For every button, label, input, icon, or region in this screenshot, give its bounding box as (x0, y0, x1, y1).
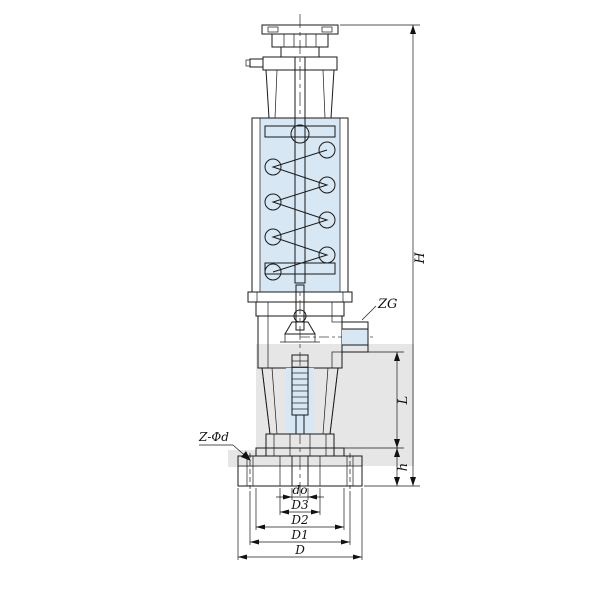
dim-label-D: D (294, 543, 305, 557)
dimension-D3: D3 (280, 498, 320, 515)
spring-coil (318, 211, 336, 229)
dim-label-L: L (396, 396, 411, 406)
spring-coil (264, 193, 282, 211)
spring-coil (264, 158, 282, 176)
label-ZG: ZG (361, 297, 397, 321)
shade-region (228, 344, 414, 467)
adjuster-ball (290, 124, 310, 144)
valve-top-cap (245, 24, 339, 71)
dimension-do: do (276, 483, 324, 500)
spring-coil (264, 228, 282, 246)
inlet-bore (291, 455, 309, 487)
dim-label-D3: D3 (290, 498, 309, 512)
dimension-h: h (394, 448, 411, 486)
spring-coil (318, 141, 336, 159)
bottom-flange (237, 453, 363, 489)
dim-label-do: do (293, 483, 308, 497)
dimension-L: L (344, 351, 411, 449)
dim-label-H: H (413, 252, 428, 265)
dim-label-h: h (396, 463, 411, 471)
valve-disc (284, 321, 316, 335)
thread-label: ZG (377, 297, 397, 312)
lever-screw (249, 58, 264, 68)
spring-plate-top (264, 125, 336, 138)
spindle (294, 56, 306, 284)
label-bolt-holes: Z-Φd (198, 430, 251, 461)
spring-coil (318, 246, 336, 264)
outlet-port (341, 321, 369, 353)
dim-label-D2: D2 (290, 513, 308, 527)
spring (264, 141, 336, 281)
dimension-D1: D1 (250, 528, 350, 545)
bolt-holes-label: Z-Φd (198, 430, 229, 444)
dimension-H: H (340, 24, 428, 487)
spring-coil (318, 176, 336, 194)
spring-coil (264, 263, 282, 281)
dim-label-D1: D1 (290, 528, 308, 542)
dimension-D: D (238, 543, 362, 560)
dimension-D2: D2 (256, 513, 344, 530)
bottom-extension-lines (237, 488, 363, 560)
